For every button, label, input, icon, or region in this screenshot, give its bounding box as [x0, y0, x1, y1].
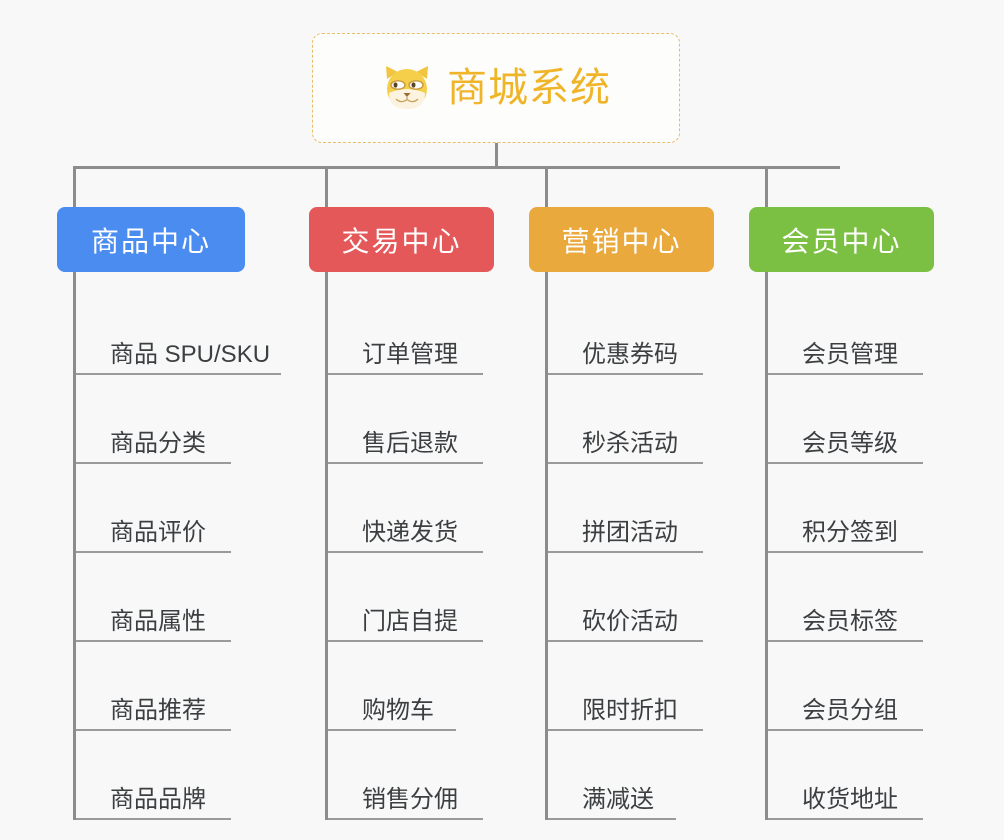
leaf-label: 拼团活动: [582, 518, 678, 546]
list-item[interactable]: 积分签到: [768, 464, 964, 553]
leaf-underline: [548, 729, 703, 731]
leaf-underline: [328, 373, 483, 375]
leaf-underline: [76, 818, 231, 820]
leaf-list-4: 会员管理 会员等级 积分签到 会员标签 会员分组 收货地址: [765, 272, 964, 820]
leaf-label: 砍价活动: [582, 607, 678, 635]
category-header-2[interactable]: 交易中心: [309, 207, 494, 272]
leaf-label: 商品分类: [110, 429, 206, 457]
list-item[interactable]: 购物车: [328, 642, 524, 731]
leaf-label: 积分签到: [802, 518, 898, 546]
branch-column-2: 交易中心 订单管理 售后退款 快递发货 门店自提 购物车: [309, 207, 524, 820]
leaf-label: 商品品牌: [110, 785, 206, 813]
connector-drop-2: [325, 166, 328, 208]
list-item[interactable]: 商品推荐: [76, 642, 297, 731]
connector-drop-3: [545, 166, 548, 208]
list-item[interactable]: 砍价活动: [548, 553, 744, 642]
list-item[interactable]: 商品属性: [76, 553, 297, 642]
list-item[interactable]: 商品评价: [76, 464, 297, 553]
leaf-underline: [328, 640, 483, 642]
leaf-underline: [548, 373, 703, 375]
leaf-list-2: 订单管理 售后退款 快递发货 门店自提 购物车 销售分佣: [325, 272, 524, 820]
category-label-4: 会员中心: [781, 225, 902, 257]
leaf-underline: [76, 640, 231, 642]
connector-horizontal-bus: [73, 166, 840, 169]
leaf-underline: [768, 640, 923, 642]
leaf-underline: [548, 551, 703, 553]
leaf-label: 优惠券码: [582, 340, 678, 368]
category-header-1[interactable]: 商品中心: [57, 207, 245, 272]
list-item[interactable]: 拼团活动: [548, 464, 744, 553]
list-item[interactable]: 快递发货: [328, 464, 524, 553]
list-item[interactable]: 秒杀活动: [548, 375, 744, 464]
leaf-label: 满减送: [582, 785, 654, 813]
list-item[interactable]: 商品 SPU/SKU: [76, 286, 297, 375]
list-item[interactable]: 限时折扣: [548, 642, 744, 731]
root-node[interactable]: 商城系统: [312, 33, 680, 143]
leaf-underline: [76, 373, 281, 375]
category-header-3[interactable]: 营销中心: [529, 207, 714, 272]
leaf-underline: [76, 551, 231, 553]
list-item[interactable]: 售后退款: [328, 375, 524, 464]
category-label-2: 交易中心: [341, 225, 462, 257]
connector-root-stem: [495, 143, 498, 169]
leaf-list-3: 优惠券码 秒杀活动 拼团活动 砍价活动 限时折扣 满减送: [545, 272, 744, 820]
leaf-label: 商品推荐: [110, 696, 206, 724]
leaf-label: 收货地址: [802, 785, 898, 813]
leaf-label: 快递发货: [362, 518, 458, 546]
list-item[interactable]: 优惠券码: [548, 286, 744, 375]
leaf-label: 限时折扣: [582, 696, 678, 724]
connector-drop-4: [765, 166, 768, 208]
list-item[interactable]: 订单管理: [328, 286, 524, 375]
branch-column-1: 商品中心 商品 SPU/SKU 商品分类 商品评价 商品属性 商品推荐: [57, 207, 297, 820]
leaf-underline: [768, 818, 923, 820]
leaf-underline: [76, 729, 231, 731]
list-item[interactable]: 会员等级: [768, 375, 964, 464]
list-item[interactable]: 商品分类: [76, 375, 297, 464]
leaf-underline: [76, 462, 231, 464]
branch-column-4: 会员中心 会员管理 会员等级 积分签到 会员标签 会员分组: [749, 207, 964, 820]
leaf-label: 订单管理: [362, 340, 458, 368]
leaf-label: 购物车: [362, 696, 434, 724]
leaf-list-1: 商品 SPU/SKU 商品分类 商品评价 商品属性 商品推荐 商品品牌: [73, 272, 297, 820]
category-label-1: 商品中心: [90, 225, 211, 257]
leaf-label: 会员分组: [802, 696, 898, 724]
leaf-label: 门店自提: [362, 607, 458, 635]
list-item[interactable]: 销售分佣: [328, 731, 524, 820]
root-label: 商城系统: [447, 66, 611, 110]
leaf-underline: [768, 462, 923, 464]
leaf-label: 商品属性: [110, 607, 206, 635]
shiba-dog-icon: [386, 66, 428, 109]
category-label-3: 营销中心: [561, 225, 682, 257]
list-item[interactable]: 会员管理: [768, 286, 964, 375]
leaf-underline: [328, 551, 483, 553]
leaf-label: 商品评价: [110, 518, 206, 546]
leaf-underline: [768, 729, 923, 731]
leaf-underline: [328, 729, 456, 731]
list-item[interactable]: 满减送: [548, 731, 744, 820]
leaf-label: 会员等级: [802, 429, 898, 457]
leaf-underline: [328, 818, 483, 820]
list-item[interactable]: 门店自提: [328, 553, 524, 642]
leaf-label: 会员管理: [802, 340, 898, 368]
category-header-4[interactable]: 会员中心: [749, 207, 934, 272]
leaf-label: 销售分佣: [362, 785, 458, 813]
leaf-underline: [768, 373, 923, 375]
list-item[interactable]: 会员标签: [768, 553, 964, 642]
branch-column-3: 营销中心 优惠券码 秒杀活动 拼团活动 砍价活动 限时折扣: [529, 207, 744, 820]
leaf-underline: [548, 462, 703, 464]
list-item[interactable]: 商品品牌: [76, 731, 297, 820]
leaf-underline: [548, 640, 703, 642]
connector-drop-1: [73, 166, 76, 208]
leaf-underline: [768, 551, 923, 553]
leaf-underline: [328, 462, 483, 464]
list-item[interactable]: 收货地址: [768, 731, 964, 820]
list-item[interactable]: 会员分组: [768, 642, 964, 731]
leaf-underline: [548, 818, 676, 820]
leaf-label: 商品 SPU/SKU: [110, 340, 271, 368]
leaf-label: 售后退款: [362, 429, 458, 457]
leaf-label: 会员标签: [802, 607, 898, 635]
leaf-label: 秒杀活动: [582, 429, 678, 457]
